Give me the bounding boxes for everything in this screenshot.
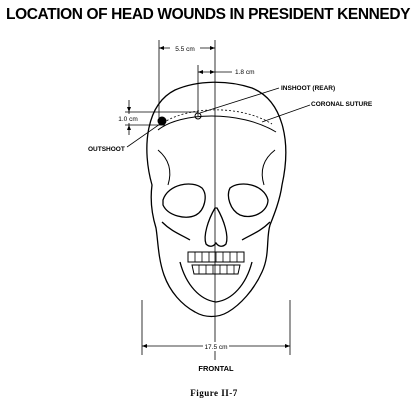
skull-outline [146,81,287,318]
label-coronal-suture: CORONAL SUTURE [311,101,373,108]
left-orbit [227,183,269,218]
nasal-cavity [204,207,228,247]
dim-top-width: 5.5 cm [175,46,195,53]
inshoot-leader [199,87,280,114]
label-outshoot: OUTSHOOT [88,146,125,153]
view-label: FRONTAL [198,364,234,373]
lower-teeth [191,264,241,275]
coronal-leader [261,104,311,123]
figure-title: LOCATION OF HEAD WOUNDS IN PRESIDENT KEN… [6,6,411,23]
right-orbit [162,183,206,218]
dim-bottom-width: 17.5 cm [204,344,227,351]
coronal-suture [157,115,277,133]
jaw [179,261,253,303]
dim-side: 1.0 cm [118,116,138,123]
outshoot-marker [157,116,167,126]
dim-offset: 1.8 cm [235,69,255,76]
label-inshoot: INSHOOT (REAR) [281,85,335,92]
figure-caption: Figure II-7 [190,388,238,398]
upper-teeth [187,251,245,263]
outshoot-leader [126,123,161,148]
